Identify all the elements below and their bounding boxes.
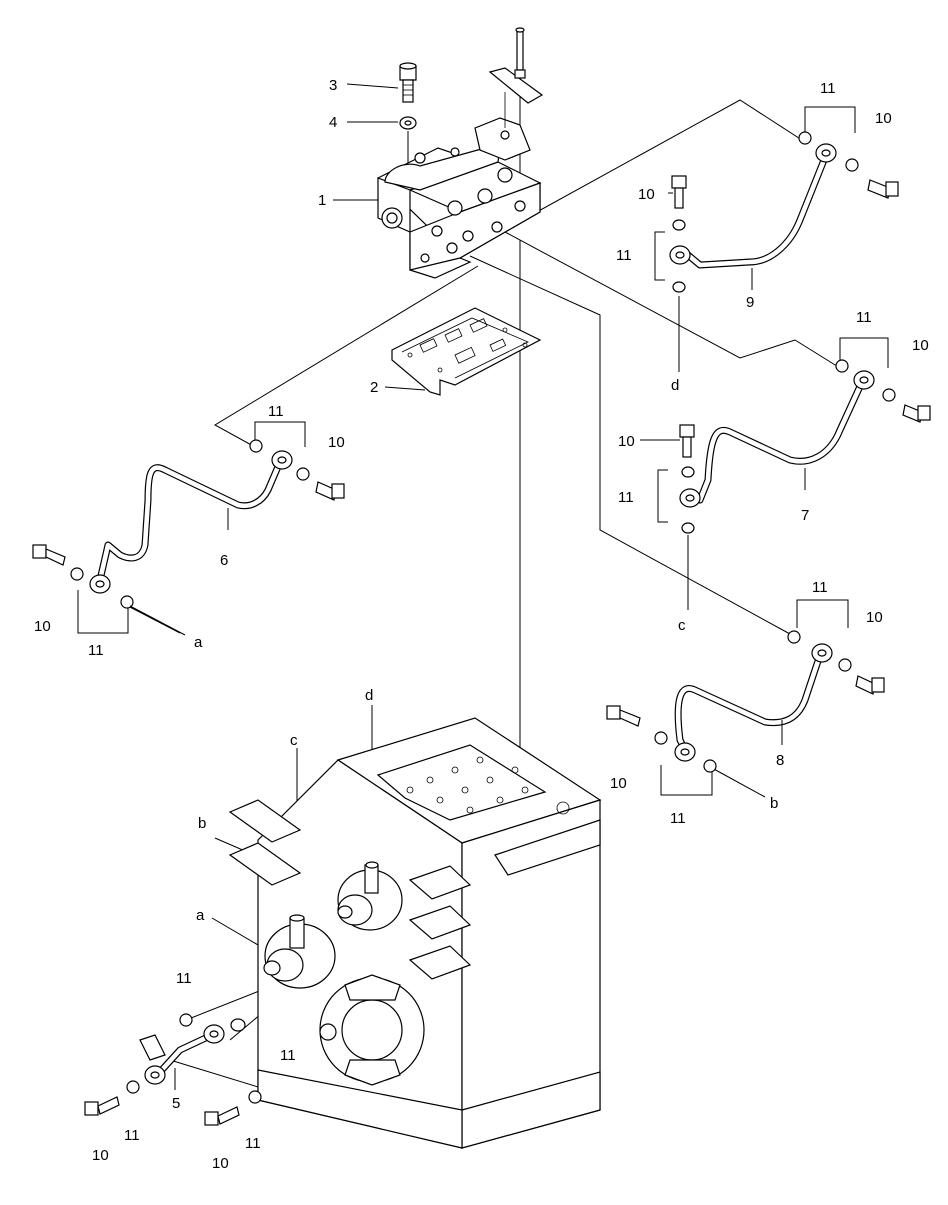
bolt-10 [855, 675, 885, 695]
callout-10: 10 [618, 433, 635, 450]
bolt-10 [315, 481, 345, 501]
washer [681, 522, 695, 534]
bracket-lines [77, 106, 889, 796]
top-bolt [514, 27, 526, 79]
callout-8: 8 [776, 752, 784, 769]
washer [70, 567, 84, 581]
tube-5 [139, 1024, 225, 1085]
callout-labels: 3 4 1 2 5 6 7 8 9 10 10 10 10 10 10 10 1… [34, 77, 929, 1172]
washer [672, 219, 686, 231]
gasket [391, 307, 542, 396]
washer [845, 158, 859, 172]
callout-leaders [174, 83, 806, 1090]
callout-11: 11 [245, 1135, 261, 1152]
callout-1: 1 [318, 192, 326, 209]
bolt-10 [204, 1106, 240, 1126]
ref-c-case: c [290, 732, 298, 749]
callout-3: 3 [329, 77, 337, 94]
valve-bracket [474, 67, 544, 161]
callout-11: 11 [268, 403, 284, 420]
callout-5: 5 [172, 1095, 180, 1112]
callout-10: 10 [866, 609, 883, 626]
callout-11: 11 [616, 247, 632, 264]
callout-10: 10 [212, 1155, 229, 1172]
bolt-10 [679, 424, 695, 458]
ref-b-tube: b [770, 795, 778, 812]
washer [248, 1090, 262, 1104]
tube-8 [674, 643, 833, 762]
callout-11: 11 [670, 810, 686, 827]
control-valve [376, 147, 542, 279]
tube-7 [679, 370, 875, 508]
washer [120, 595, 134, 609]
callout-10: 10 [34, 618, 51, 635]
washer [703, 759, 717, 773]
washer [681, 466, 695, 478]
ref-b-case: b [198, 815, 206, 832]
callout-10: 10 [328, 434, 345, 451]
callout-10: 10 [638, 186, 655, 203]
callout-9: 9 [746, 294, 754, 311]
washer [126, 1080, 140, 1094]
bolt-10 [32, 544, 66, 566]
connection-refs: a a b b c c d d [129, 377, 778, 924]
washer [882, 388, 896, 402]
callout-11: 11 [176, 970, 192, 987]
washer [179, 1013, 193, 1027]
washer [672, 281, 686, 293]
bolt-10 [867, 179, 899, 199]
callout-4: 4 [329, 114, 337, 131]
tube-9 [669, 143, 837, 269]
bolt-10 [671, 175, 687, 209]
ref-a-case: a [196, 907, 205, 924]
callout-2: 2 [370, 379, 378, 396]
tube-6 [89, 450, 293, 594]
ref-c-tube: c [678, 617, 686, 634]
bolt-10 [84, 1096, 120, 1116]
washer [249, 439, 263, 453]
callout-10: 10 [875, 110, 892, 127]
ref-d-case: d [365, 687, 373, 704]
callout-11: 11 [280, 1047, 296, 1064]
callout-7: 7 [801, 507, 809, 524]
callout-10: 10 [610, 775, 627, 792]
callout-6: 6 [220, 552, 228, 569]
callout-11: 11 [812, 579, 828, 596]
bolt-3 [399, 62, 417, 103]
callout-11: 11 [618, 489, 634, 506]
washer [838, 658, 852, 672]
ref-d-tube: d [671, 377, 679, 394]
washer [296, 467, 310, 481]
callout-11: 11 [820, 80, 836, 97]
ref-a-tube: a [194, 634, 203, 651]
transmission-case [228, 717, 602, 1149]
washer [230, 1018, 246, 1032]
callout-10: 10 [912, 337, 929, 354]
washer [787, 630, 801, 644]
washer [798, 131, 812, 145]
washer [654, 731, 668, 745]
callout-11: 11 [88, 642, 104, 659]
callout-10: 10 [92, 1147, 109, 1164]
callout-11: 11 [124, 1127, 140, 1144]
callout-11: 11 [856, 309, 872, 326]
bolt-10 [902, 404, 931, 423]
washer [835, 359, 849, 373]
bolt-10 [606, 705, 641, 727]
washer-4 [399, 116, 417, 130]
